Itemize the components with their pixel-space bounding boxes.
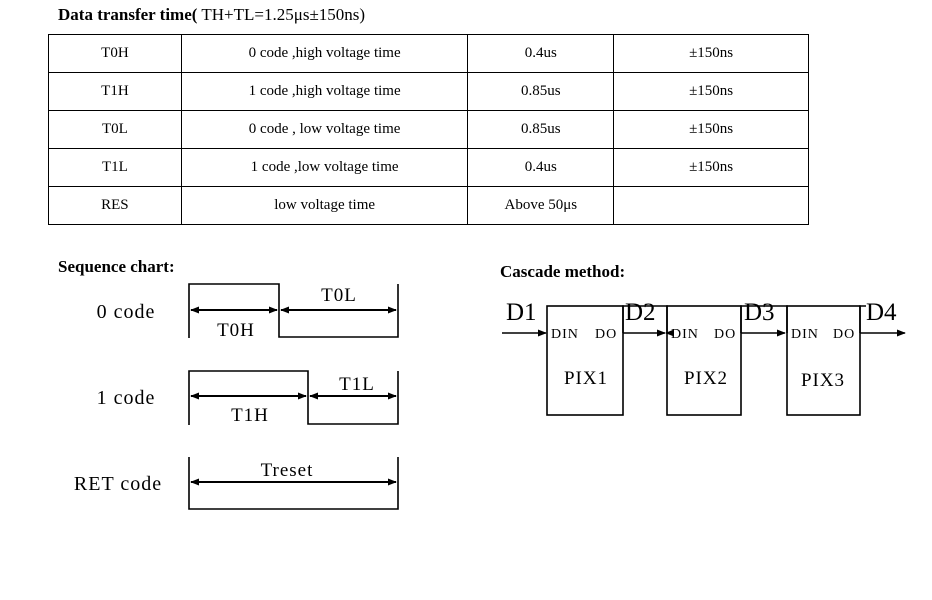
page-title: Data transfer time( TH+TL=1.25μs±150ns)	[58, 5, 365, 25]
ret-code-waveform: RET code Treset	[74, 457, 399, 510]
one-code-waveform: 1 code T1H T1L	[97, 370, 399, 426]
table-cell: ±150ns	[613, 148, 809, 187]
table-row: T1L 1 code ,low voltage time 0.4us ±150n…	[48, 148, 809, 187]
table-cell: 0.4us	[467, 148, 615, 187]
pix3-box	[786, 305, 861, 416]
ret-code-signal	[188, 457, 399, 510]
one-code-signal	[188, 370, 399, 425]
zero-code-signal	[188, 283, 399, 338]
d2-label: D2	[625, 299, 656, 326]
table-cell: ±150ns	[613, 34, 809, 73]
table-cell: low voltage time	[180, 186, 469, 225]
table-cell: RES	[48, 186, 182, 225]
table-cell: 0.85us	[467, 72, 615, 111]
t0h-label: T0H	[217, 320, 255, 341]
pix3-label: PIX3	[801, 370, 845, 391]
table-cell: T1L	[48, 148, 182, 187]
title-formula: TH+TL=1.25μs±150ns)	[197, 5, 366, 24]
one-code-label: 1 code	[97, 387, 156, 409]
table-row: RES low voltage time Above 50μs	[48, 186, 809, 225]
d3-label: D3	[744, 299, 775, 326]
title-bold: Data transfer time(	[58, 5, 198, 24]
timing-table: T0H 0 code ,high voltage time 0.4us ±150…	[48, 34, 809, 225]
pix1-din-label: DIN	[551, 327, 579, 342]
t1l-label: T1L	[339, 374, 375, 395]
d4-label: D4	[866, 299, 897, 326]
zero-code-waveform: 0 code T0H T0L	[97, 283, 399, 341]
pix1-box	[546, 305, 624, 416]
pix2-do-label: DO	[714, 327, 736, 342]
treset-label: Treset	[261, 460, 314, 481]
pix3-do-label: DO	[833, 327, 855, 342]
table-cell: 1 code ,low voltage time	[180, 148, 469, 187]
pix1-do-label: DO	[595, 327, 617, 342]
ret-code-label: RET code	[74, 473, 162, 495]
table-cell: 1 code ,high voltage time	[180, 72, 469, 111]
table-cell: ±150ns	[613, 72, 809, 111]
pix1-label: PIX1	[564, 368, 608, 389]
pix2-label: PIX2	[684, 368, 728, 389]
cascade-method-title: Cascade method:	[500, 262, 626, 281]
table-cell: T0H	[48, 34, 182, 73]
pix3-din-label: DIN	[791, 327, 819, 342]
table-cell	[613, 186, 809, 225]
t0l-label: T0L	[321, 285, 357, 306]
table-row: T1H 1 code ,high voltage time 0.85us ±15…	[48, 72, 809, 111]
pix2-box	[666, 305, 742, 416]
table-cell: Above 50μs	[467, 186, 615, 225]
table-row: T0H 0 code ,high voltage time 0.4us ±150…	[48, 34, 809, 73]
sequence-chart-title: Sequence chart:	[58, 257, 175, 276]
table-cell: T1H	[48, 72, 182, 111]
zero-code-label: 0 code	[97, 301, 156, 323]
d1-label: D1	[506, 299, 537, 326]
pix2-din-label: DIN	[671, 327, 699, 342]
t1h-label: T1H	[231, 405, 269, 426]
table-cell: 0 code , low voltage time	[180, 110, 469, 149]
cascade-diagram: D1 D2 D3 D4 DIN DO DIN DO DIN DO PIX1 PI…	[502, 299, 906, 416]
